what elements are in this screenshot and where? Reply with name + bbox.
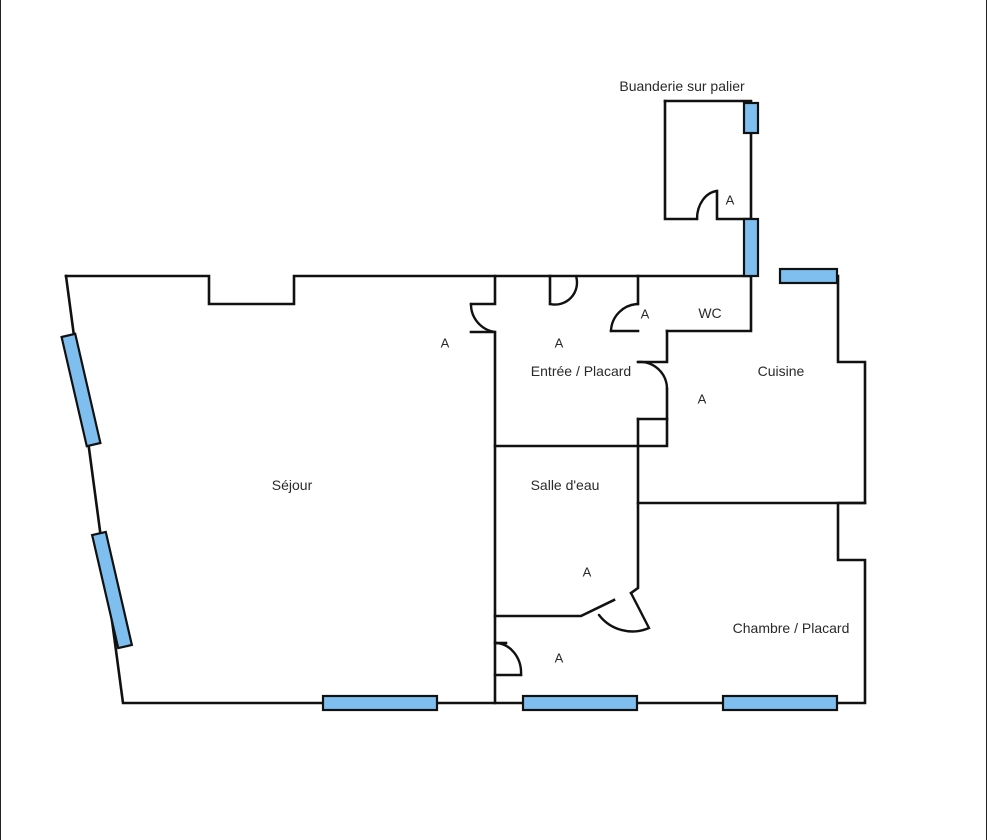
wall-segment <box>493 598 616 618</box>
window-icon <box>742 101 760 135</box>
wall-segment <box>64 274 867 705</box>
door-swing-icon <box>695 189 719 221</box>
doors-layer <box>469 189 719 677</box>
wall-segment <box>663 99 699 221</box>
wall-segment <box>636 329 669 364</box>
door-swing-icon <box>469 302 497 334</box>
room-label-buanderie: Buanderie sur palier <box>619 78 745 94</box>
wall-segment <box>469 330 497 705</box>
door-swing-icon <box>636 360 669 391</box>
door-marker: A <box>582 564 592 580</box>
windows-layer <box>60 101 839 712</box>
door-swing-icon <box>493 641 523 677</box>
wall-segment <box>629 417 640 595</box>
room-label-salle-deau: Salle d'eau <box>530 477 600 493</box>
room-label-sejour: Séjour <box>271 477 313 493</box>
window-icon <box>778 267 839 285</box>
room-label-chambre: Chambre / Placard <box>732 620 850 636</box>
door-marker: A <box>640 306 650 322</box>
wall-segment <box>493 387 669 448</box>
room-label-entree: Entrée / Placard <box>530 363 632 379</box>
window-icon <box>321 694 439 712</box>
wall-segment <box>715 189 753 221</box>
walls-layer <box>64 99 867 705</box>
room-label-cuisine: Cuisine <box>757 363 805 379</box>
door-marker: A <box>697 391 707 407</box>
wall-segment <box>636 274 867 505</box>
door-swing-icon <box>609 302 640 333</box>
door-marker: A <box>554 335 564 351</box>
wall-segment <box>64 274 753 306</box>
door-marker: A <box>554 650 564 666</box>
door-swing-icon <box>548 274 579 306</box>
wall-segment <box>469 274 497 306</box>
window-icon <box>60 332 102 448</box>
door-swing-icon <box>597 591 651 633</box>
room-label-wc: WC <box>698 305 722 321</box>
window-icon <box>742 217 760 278</box>
wall-segment <box>665 274 753 333</box>
window-icon <box>721 694 839 712</box>
wall-segment <box>663 99 753 278</box>
window-icon <box>521 694 639 712</box>
window-icon <box>90 530 134 650</box>
door-marker: A <box>725 192 735 208</box>
door-marker: A <box>440 335 450 351</box>
